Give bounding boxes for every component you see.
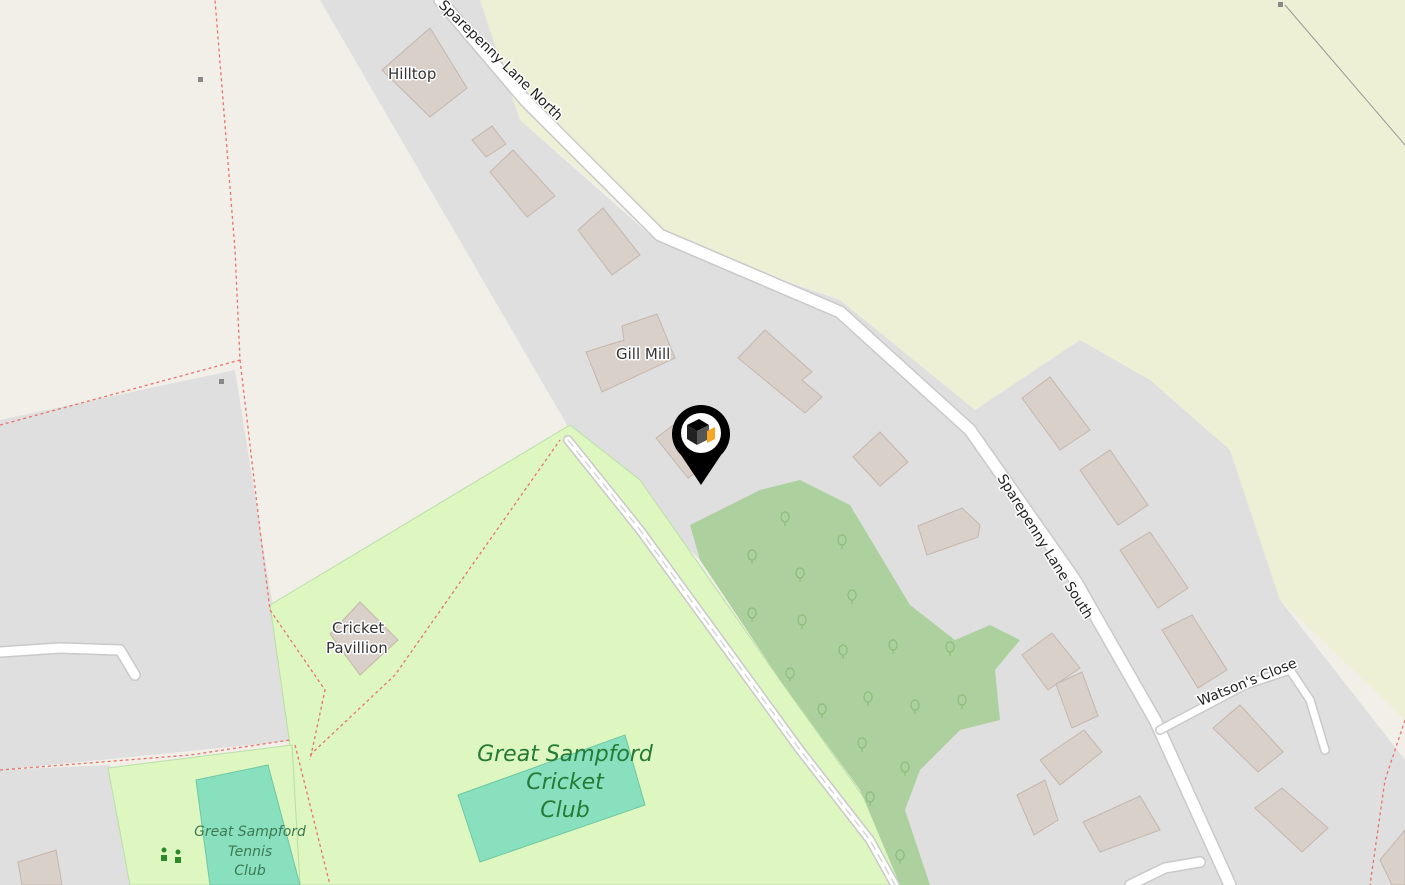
point-marker	[1278, 2, 1283, 7]
residential-area-west	[0, 370, 300, 770]
label-cricket-club-2: Cricket	[526, 770, 605, 795]
label-tennis-club-1: Great Sampford	[194, 824, 306, 840]
playground-icon	[161, 847, 181, 863]
label-hilltop: Hilltop	[388, 65, 436, 83]
point-marker	[219, 379, 224, 384]
label-tennis-club-2: Tennis	[228, 844, 272, 860]
point-marker	[198, 77, 203, 82]
label-gill-mill: Gill Mill	[616, 345, 670, 363]
field-edge	[1284, 4, 1405, 146]
roads	[0, 0, 1330, 885]
label-tennis-club-3: Club	[234, 863, 266, 879]
label-cricket-club-3: Club	[540, 798, 589, 823]
label-cricket-pavillion-1: Cricket	[332, 619, 384, 637]
label-cricket-pavillion-2: Pavillion	[326, 639, 388, 657]
tennis-court	[195, 764, 301, 885]
wood-area	[690, 480, 1020, 885]
cricket-pitch	[457, 734, 646, 863]
location-pin-icon[interactable]	[672, 405, 730, 485]
residential-area-southwest	[0, 765, 130, 885]
tree-symbols	[747, 511, 967, 864]
farmland-area	[480, 0, 1405, 720]
label-cricket-club-1: Great Sampford	[477, 742, 654, 767]
